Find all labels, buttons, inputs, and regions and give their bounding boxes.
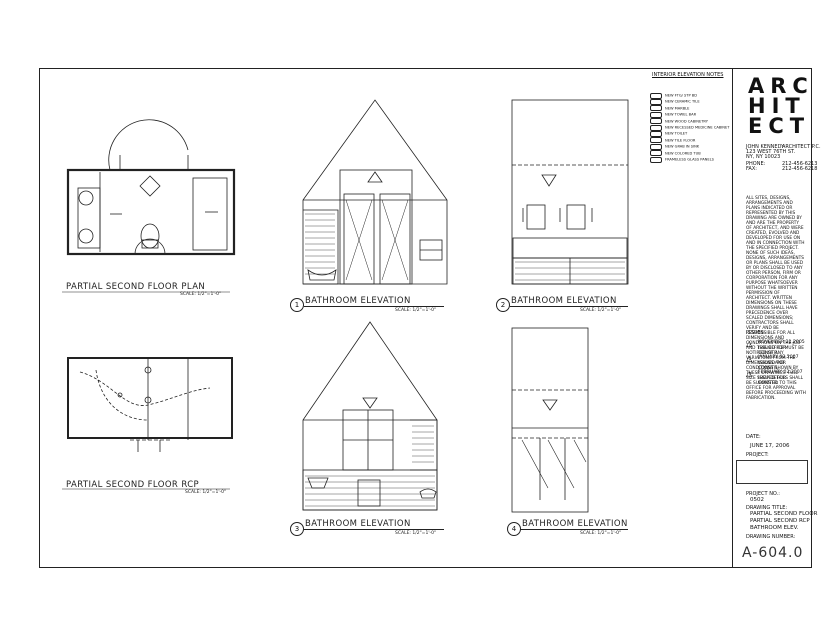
legend-tag-icon bbox=[650, 105, 662, 112]
drawing-sheet-border bbox=[39, 68, 812, 568]
legend-item: NEW GRAB IN SINK bbox=[650, 136, 699, 155]
firm-name: ARCHITECT P.C. bbox=[782, 144, 821, 150]
architect-logo: ARC HIT ECT bbox=[748, 74, 814, 138]
logo-line-3: ECT bbox=[748, 114, 811, 138]
revision-number: 1 bbox=[749, 342, 752, 346]
drawing-title-line-1: PARTIAL SECOND FLOOR bbox=[750, 511, 818, 517]
revision-number: 3 bbox=[749, 372, 752, 376]
legend-tag-icon bbox=[650, 156, 662, 163]
drawing-title-line-2: PARTIAL SECOND RCP bbox=[750, 518, 810, 524]
phone-number: 212-456-6213 bbox=[782, 161, 818, 167]
legal-notes: ALL SITES, DESIGNS, ARRANGEMENTS AND PLA… bbox=[746, 196, 806, 401]
elevation-4-number: 4 bbox=[507, 522, 521, 536]
firm-contact: JOHN KENNEDY bbox=[746, 144, 785, 150]
revision-triangle-icon: △ bbox=[746, 339, 753, 348]
legend-item: FRAMELESS GLASS PANELS bbox=[650, 149, 714, 168]
legend-item-label: NEW RECESSED MEDICINE CABINET bbox=[665, 125, 730, 130]
plan-scale: SCALE: 1/2"=1'-0" bbox=[180, 292, 222, 297]
legend-item: NEW TILE FLOOR bbox=[650, 130, 695, 149]
issue-date: JUNE 17, 2006 bbox=[750, 443, 790, 449]
project-no-label: PROJECT NO.: bbox=[746, 491, 780, 497]
legend-tag-icon bbox=[650, 92, 662, 99]
legend-item-label: NEW TOILET bbox=[665, 131, 688, 136]
sheet-number: A-604.0 bbox=[742, 545, 804, 561]
project-number: 0502 bbox=[750, 497, 764, 503]
legend-tag-icon bbox=[650, 137, 662, 144]
legend-item: NEW WOOD CABINETRY bbox=[650, 111, 708, 130]
legend-item: NEW TOILET bbox=[650, 123, 687, 142]
elevation-3-title: BATHROOM ELEVATION bbox=[305, 519, 411, 529]
elevation-1-underline bbox=[304, 306, 444, 307]
legend-item: NEW RECESSED MEDICINE CABINET bbox=[650, 117, 729, 136]
rcp-title: PARTIAL SECOND FLOOR RCP bbox=[66, 480, 200, 490]
logo-line-2: HIT bbox=[748, 94, 806, 118]
drawing-title-label: DRAWING TITLE: bbox=[746, 505, 788, 511]
elevation-4-scale: SCALE: 1/2"=1'-0" bbox=[580, 531, 622, 536]
elevation-3-underline bbox=[304, 529, 444, 530]
legend-item: NEW CERAMIC TILE bbox=[650, 91, 700, 110]
legend-tag-icon bbox=[650, 98, 662, 105]
floor-plan-drawing bbox=[66, 119, 236, 256]
legend-item-label: FRAMELESS GLASS PANELS bbox=[665, 157, 714, 162]
legend-item-label: NEW COLORED TUB bbox=[665, 151, 701, 156]
revision-text: NOVEMBER 21,2005 ISSUED FOR CONSTR. bbox=[758, 340, 805, 356]
revision-text: FEBRUARY 02,2007 ISSUED FOR CONSTR. bbox=[758, 370, 803, 386]
legend-tag-icon bbox=[650, 111, 662, 118]
fax-label: FAX: bbox=[746, 166, 757, 172]
phone-label: PHONE: bbox=[746, 161, 766, 167]
legend-tag-icon bbox=[650, 130, 662, 137]
revision-triangle-icon: △ bbox=[746, 369, 753, 378]
elevation-4-title: BATHROOM ELEVATION bbox=[522, 519, 628, 529]
rcp-scale: SCALE: 1/2"=1'-0" bbox=[185, 490, 227, 495]
legend-item: NEW COLORED TUB bbox=[650, 143, 701, 162]
project-label: PROJECT: bbox=[746, 452, 769, 458]
legend-item-label: NEW MARBLE bbox=[665, 106, 690, 111]
plan-title: PARTIAL SECOND FLOOR PLAN bbox=[66, 282, 206, 292]
revision-text: JANUARY 02,2007 ISSUED FOR CONSTR. bbox=[758, 355, 799, 371]
revision-triangle-icon: △ bbox=[746, 354, 753, 363]
elevation-1-number: 1 bbox=[290, 298, 304, 312]
rcp-drawing bbox=[67, 357, 233, 452]
elevation-4-drawing bbox=[511, 327, 589, 513]
legend-item-label: NEW GRAB IN SINK bbox=[665, 144, 700, 149]
legend-item-label: NEW TOWEL BAR bbox=[665, 112, 697, 117]
drawing-number-label: DRAWING NUMBER: bbox=[746, 534, 796, 540]
legend-item-label: NEW CERAMIC TILE bbox=[665, 99, 700, 104]
elevation-3-drawing bbox=[302, 321, 438, 511]
logo-line-1: ARC bbox=[748, 74, 814, 98]
elevation-1-drawing bbox=[302, 99, 448, 285]
date-label: DATE: bbox=[746, 434, 761, 440]
legend-tag-icon bbox=[650, 124, 662, 131]
revision-number: 2 bbox=[749, 357, 752, 361]
fax-number: 212-456-6218 bbox=[782, 166, 818, 172]
legend-tag-icon bbox=[650, 118, 662, 125]
elevation-2-title: BATHROOM ELEVATION bbox=[511, 296, 617, 306]
elevation-2-scale: SCALE: 1/2"=1'-0" bbox=[580, 308, 622, 313]
firm-city: NY, NY 10023 bbox=[746, 154, 781, 160]
elevation-2-drawing bbox=[511, 99, 629, 285]
legend-item: NEW MARBLE bbox=[650, 98, 689, 117]
legend-item: NEW TOWEL BAR bbox=[650, 104, 696, 123]
firm-street: 123 WEST 76TH ST. bbox=[746, 149, 796, 155]
elevation-4-underline bbox=[520, 529, 628, 530]
title-block bbox=[732, 68, 812, 568]
project-box bbox=[736, 460, 808, 484]
elevation-2-number: 2 bbox=[496, 298, 510, 312]
elevation-2-underline bbox=[510, 306, 628, 307]
legend-title: INTERIOR ELEVATION NOTES bbox=[652, 72, 724, 78]
drawing-title-line-3: BATHROOM ELEV. bbox=[750, 525, 799, 531]
legend-item-label: NEW FTG/ STP BD bbox=[665, 93, 698, 98]
elevation-3-number: 3 bbox=[290, 522, 304, 536]
elevation-1-scale: SCALE: 1/2"=1'-0" bbox=[395, 308, 437, 313]
legend-item-label: NEW TILE FLOOR bbox=[665, 138, 696, 143]
legend-item: NEW FTG/ STP BD bbox=[650, 85, 697, 104]
legend-tag-icon bbox=[650, 143, 662, 150]
elevation-1-title: BATHROOM ELEVATION bbox=[305, 296, 411, 306]
legend-item-label: NEW WOOD CABINETRY bbox=[665, 119, 708, 124]
elevation-3-scale: SCALE: 1/2"=1'-0" bbox=[395, 531, 437, 536]
issues-label: ISSUES bbox=[746, 330, 764, 336]
legend-tag-icon bbox=[650, 150, 662, 157]
